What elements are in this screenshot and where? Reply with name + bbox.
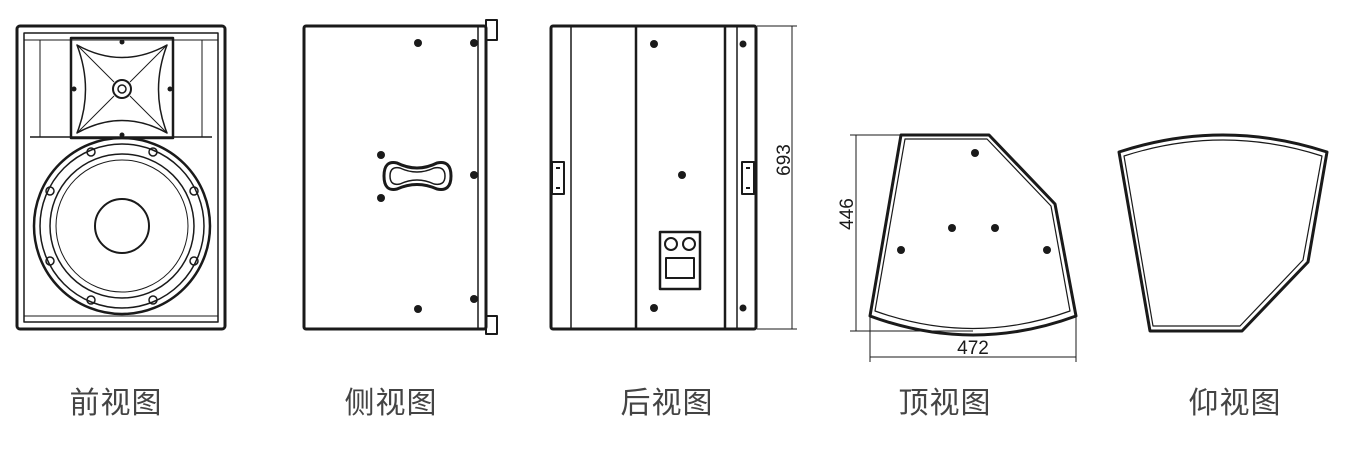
depth-label: 446 [837, 198, 858, 230]
bottom-view [1117, 133, 1329, 333]
rear-view-caption: 后视图 [620, 386, 714, 421]
side-view-caption: 侧视图 [344, 386, 438, 421]
top-view-caption: 顶视图 [898, 386, 992, 421]
front-view-caption: 前视图 [69, 386, 163, 421]
top-view [868, 133, 1078, 337]
front-view [15, 24, 227, 331]
height-label: 693 [774, 144, 795, 176]
bottom-view-caption: 仰视图 [1188, 386, 1282, 421]
depth-dimension [850, 134, 973, 332]
width-label: 472 [957, 338, 989, 359]
side-view [302, 19, 498, 335]
height-dimension [757, 25, 797, 330]
rear-view [549, 24, 758, 331]
width-dimension [869, 316, 1077, 362]
